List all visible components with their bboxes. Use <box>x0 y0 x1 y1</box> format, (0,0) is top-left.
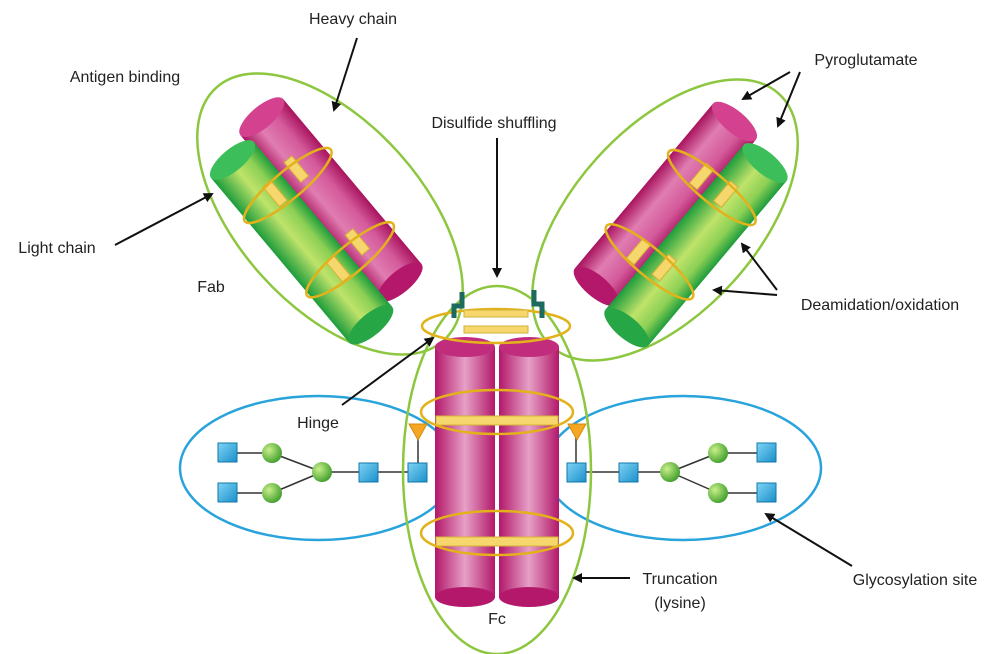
label-truncation-lysine: (lysine) <box>654 595 706 612</box>
left-fab <box>193 88 440 352</box>
label-hinge: Hinge <box>297 415 339 432</box>
disulfide-bond <box>464 326 528 333</box>
right-glycan-tree <box>576 430 766 493</box>
label-antigen-binding: Antigen binding <box>70 69 180 86</box>
label-pyroglutamate: Pyroglutamate <box>814 52 917 69</box>
label-heavy-chain: Heavy chain <box>309 11 397 28</box>
hinge-bracket-icon <box>534 290 542 318</box>
label-fab: Fab <box>197 279 225 296</box>
label-truncation: Truncation <box>643 571 718 588</box>
fucose-triangle-icon <box>568 424 586 440</box>
glcnac-square-icon <box>757 443 776 462</box>
disulfide-bond <box>464 310 528 317</box>
disulfide-bond <box>436 416 558 425</box>
glcnac-square-icon <box>359 463 378 482</box>
label-fc: Fc <box>488 611 506 628</box>
glcnac-square-icon <box>619 463 638 482</box>
fc-heavy-chains <box>435 337 559 607</box>
glcnac-square-icon <box>757 483 776 502</box>
label-disulfide-shuffling: Disulfide shuffling <box>431 115 556 132</box>
left-glycan-tree <box>228 430 418 493</box>
right-fab <box>558 93 804 356</box>
heavy-chain-cylinder <box>499 337 559 607</box>
glcnac-square-icon <box>218 443 237 462</box>
label-deamidation-oxidation: Deamidation/oxidation <box>801 297 959 314</box>
glcnac-square-icon <box>218 483 237 502</box>
heavy-chain-cylinder <box>435 337 495 607</box>
mannose-circle-icon <box>660 462 680 482</box>
glcnac-square-icon <box>567 463 586 482</box>
fc-outline <box>403 286 591 654</box>
mannose-circle-icon <box>312 462 332 482</box>
glcnac-square-icon <box>408 463 427 482</box>
label-light-chain: Light chain <box>18 240 95 257</box>
mannose-circle-icon <box>708 483 728 503</box>
fucose-triangle-icon <box>409 424 427 440</box>
mannose-circle-icon <box>708 443 728 463</box>
disulfide-bond <box>436 537 558 546</box>
label-glycosylation-site: Glycosylation site <box>853 572 978 589</box>
mannose-circle-icon <box>262 443 282 463</box>
mannose-circle-icon <box>262 483 282 503</box>
